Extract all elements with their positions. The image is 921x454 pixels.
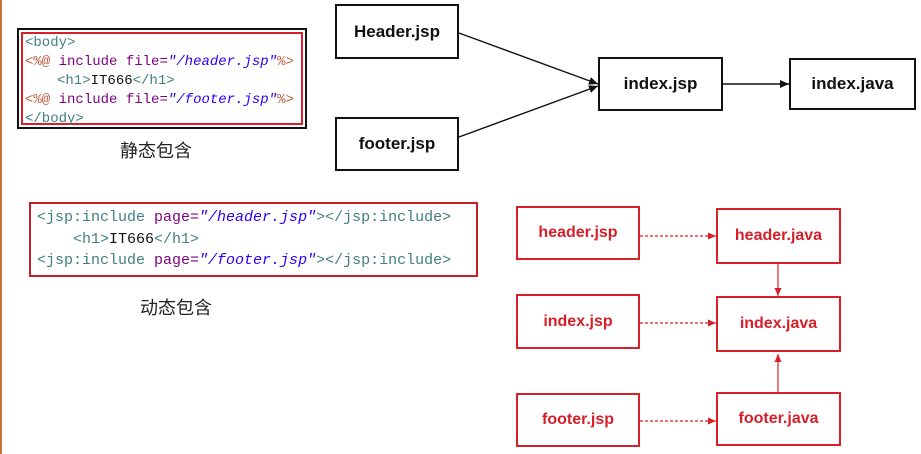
static-code-line-3: <h1>IT666</h1> (57, 72, 175, 90)
left-edge-bar (0, 0, 2, 454)
h1-text: IT666 (90, 73, 133, 89)
jsp-include-close: ></jsp:include> (316, 252, 452, 269)
body-open-tag: <body> (25, 35, 76, 51)
h1-open-tag: <h1> (73, 231, 110, 248)
directive-keyword: include (50, 54, 126, 70)
dynamic-include-caption: 动态包含 (140, 298, 212, 319)
h1-close-tag: </h1> (132, 73, 175, 89)
dynamic-code-line-2: <h1>IT666</h1> (73, 230, 199, 250)
directive-open: <%@ (25, 54, 51, 70)
static-code-line-4: <%@ include file="/footer.jsp"%> (25, 91, 294, 109)
directive-value: "/footer.jsp" (167, 92, 278, 108)
static-code-line-1: <body> (25, 34, 75, 52)
static-code-inner-frame: <body> <%@ include file="/header.jsp"%> … (21, 32, 303, 128)
jsp-include-attr: page= (154, 209, 200, 226)
index-java-dynamic-node: index.java (716, 296, 841, 352)
directive-value: "/header.jsp" (167, 54, 278, 70)
arrow-footer-to-index (458, 85, 599, 138)
header-jsp-dynamic-node: header.jsp (516, 206, 640, 260)
jsp-include-value: "/footer.jsp" (199, 252, 317, 269)
header-jsp-node: Header.jsp (335, 4, 459, 59)
index-jsp-node: index.jsp (598, 57, 723, 111)
h1-close-tag: </h1> (154, 231, 200, 248)
static-code-line-2: <%@ include file="/header.jsp"%> (25, 53, 294, 71)
index-java-node: index.java (789, 58, 916, 110)
dynamic-code-line-3: <jsp:include page="/footer.jsp"></jsp:in… (37, 251, 451, 271)
footer-jsp-dynamic-node: footer.jsp (516, 393, 640, 447)
directive-keyword: include (50, 92, 126, 108)
jsp-include-open: <jsp:include (37, 252, 155, 269)
directive-attr: file= (125, 92, 168, 108)
arrow-header-to-index (458, 32, 599, 85)
body-close-tag: </body> (25, 111, 84, 127)
footer-jsp-node: footer.jsp (335, 117, 459, 171)
directive-close: %> (277, 92, 294, 108)
footer-java-dynamic-node: footer.java (716, 392, 841, 446)
directive-attr: file= (125, 54, 168, 70)
jsp-include-close: ></jsp:include> (316, 209, 452, 226)
dynamic-code-line-1: <jsp:include page="/header.jsp"></jsp:in… (37, 208, 451, 228)
static-code-line-5: </body> (25, 110, 84, 128)
h1-open-tag: <h1> (57, 73, 91, 89)
h1-text: IT666 (109, 231, 155, 248)
directive-open: <%@ (25, 92, 51, 108)
jsp-include-value: "/header.jsp" (199, 209, 317, 226)
directive-close: %> (277, 54, 294, 70)
header-java-dynamic-node: header.java (716, 208, 841, 264)
static-include-caption: 静态包含 (120, 141, 192, 162)
dynamic-include-code-block: <jsp:include page="/header.jsp"></jsp:in… (29, 202, 478, 277)
static-include-code-block: <body> <%@ include file="/header.jsp"%> … (17, 28, 307, 129)
jsp-include-open: <jsp:include (37, 209, 155, 226)
index-jsp-dynamic-node: index.jsp (516, 294, 640, 349)
jsp-include-attr: page= (154, 252, 200, 269)
